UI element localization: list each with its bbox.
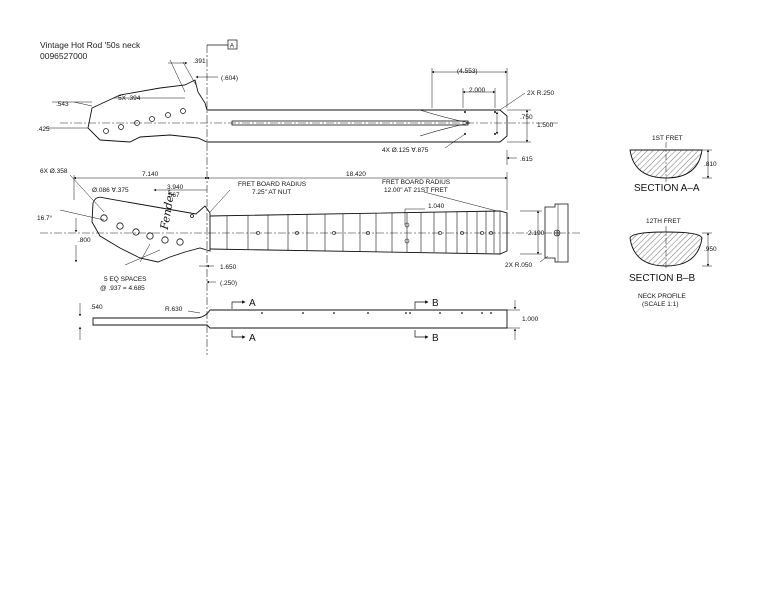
dim-2190: 2.190 bbox=[528, 230, 545, 237]
dim-6x358: 6X Ø.358 bbox=[40, 168, 68, 175]
side-view-dots bbox=[261, 312, 492, 314]
dim-r630: R.630 bbox=[165, 306, 183, 313]
front-view-outline bbox=[91, 196, 569, 263]
dim-086: Ø.086 ∀.375 bbox=[92, 186, 129, 194]
tuner-holes-top bbox=[103, 108, 186, 134]
dim-543: .543 bbox=[56, 101, 69, 108]
dim-2xr250: 2X R.250 bbox=[527, 90, 554, 97]
section-cut-lines bbox=[231, 300, 429, 339]
dim-800: .800 bbox=[78, 237, 91, 244]
section-a-title: SECTION A–A bbox=[634, 183, 700, 194]
note-eq-line2: @ .937 = 4.685 bbox=[100, 285, 145, 292]
neck-profile-label: NECK PROFILE bbox=[638, 293, 686, 300]
dim-2xr050: 2X R.050 bbox=[505, 262, 532, 269]
dim-604: (.604) bbox=[221, 75, 238, 82]
dim-1040: 1.040 bbox=[428, 203, 445, 210]
dim-7140: 7.140 bbox=[142, 171, 159, 178]
section-b-dim: .950 bbox=[704, 246, 717, 253]
section-a-a bbox=[629, 142, 712, 182]
cut-b-top: B bbox=[432, 298, 439, 309]
dim-4553: (4.553) bbox=[457, 68, 478, 75]
note-fb-21-line2: 12.00" AT 21ST FRET bbox=[384, 187, 448, 194]
side-view-outline bbox=[92, 309, 508, 329]
dim-567: .567 bbox=[167, 192, 180, 199]
section-a-dim: .810 bbox=[704, 161, 717, 168]
dim-1500: 1.500 bbox=[537, 122, 554, 129]
dim-5x394: 5X .394 bbox=[118, 95, 141, 102]
dim-425: .425 bbox=[37, 126, 50, 133]
datum-a-flag: A bbox=[207, 39, 238, 50]
cut-a-bottom: A bbox=[249, 333, 256, 344]
title-name: Vintage Hot Rod '50s neck bbox=[40, 40, 141, 50]
dim-615: .615 bbox=[520, 156, 533, 163]
dim-1650: 1.650 bbox=[220, 264, 237, 271]
cut-b-bottom: B bbox=[432, 333, 439, 344]
tuner-holes-front bbox=[100, 214, 194, 246]
dim-750: .750 bbox=[520, 114, 533, 121]
section-b-fret-label: 12TH FRET bbox=[646, 218, 681, 225]
top-view-outline bbox=[87, 79, 508, 143]
note-fretboard-nut: FRET BOARD RADIUS 7.25" AT NUT bbox=[238, 181, 307, 196]
dim-167: 16.7° bbox=[37, 214, 53, 222]
dim-18420: 18.420 bbox=[346, 171, 366, 178]
datum-a-label: A bbox=[230, 44, 234, 50]
dim-1000: 1.000 bbox=[522, 316, 539, 323]
note-eq-spaces: 5 EQ SPACES @ .937 = 4.685 bbox=[100, 276, 147, 292]
section-b-b bbox=[629, 226, 712, 270]
note-fretboard-21: FRET BOARD RADIUS 12.00" AT 21ST FRET bbox=[382, 179, 451, 194]
cut-a-top: A bbox=[249, 298, 256, 309]
section-a-fret-label: 1ST FRET bbox=[652, 135, 683, 142]
note-eq-line1: 5 EQ SPACES bbox=[104, 276, 147, 283]
drawing-title: Vintage Hot Rod '50s neck 0096527000 bbox=[40, 40, 140, 62]
title-part-number: 0096527000 bbox=[40, 51, 88, 61]
note-fb-21-line1: FRET BOARD RADIUS bbox=[382, 179, 451, 186]
neck-profile-scale: (SCALE 1:1) bbox=[642, 301, 679, 308]
dim-391: .391 bbox=[193, 58, 206, 65]
center-lines bbox=[40, 45, 580, 355]
dim-4x125: 4X Ø.125 ∀.875 bbox=[382, 146, 429, 154]
dim-3940: 3.940 bbox=[167, 184, 184, 191]
dim-540: .540 bbox=[90, 304, 103, 311]
dim-2000: 2.000 bbox=[469, 87, 486, 94]
frets bbox=[226, 211, 501, 254]
dim-250: (.250) bbox=[220, 280, 237, 287]
note-fb-nut-line1: FRET BOARD RADIUS bbox=[238, 181, 307, 188]
section-b-title: SECTION B–B bbox=[629, 273, 695, 284]
note-fb-nut-line2: 7.25" AT NUT bbox=[252, 189, 291, 196]
